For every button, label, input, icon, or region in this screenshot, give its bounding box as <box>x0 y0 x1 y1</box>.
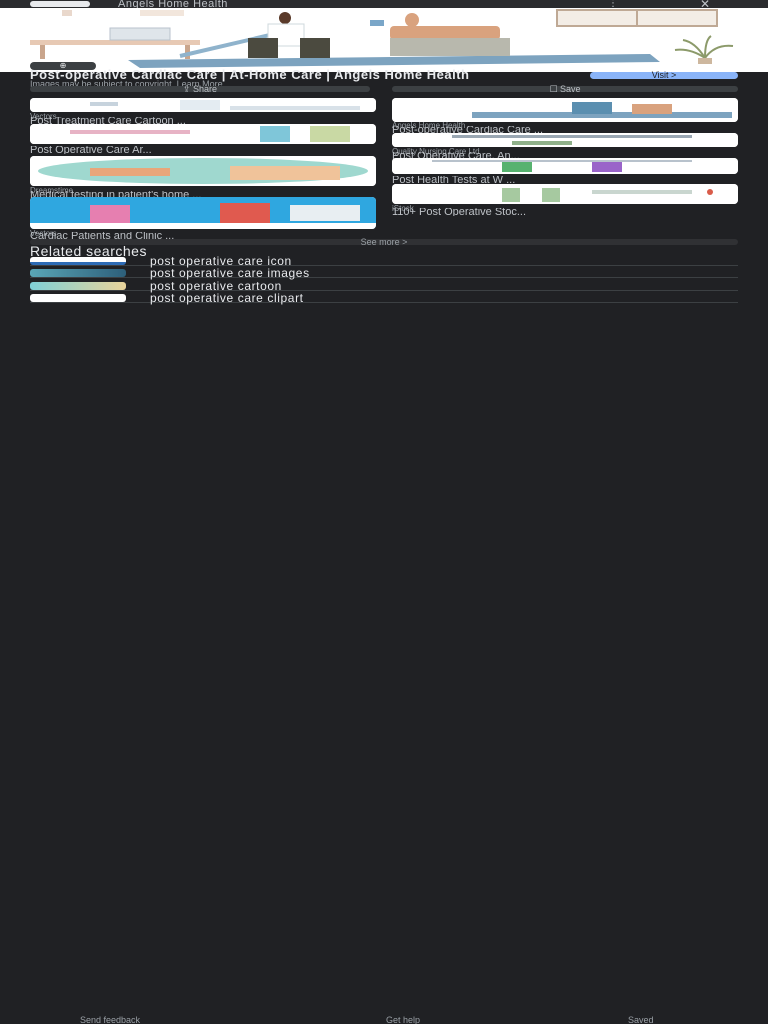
related-search-item[interactable]: post operative care images <box>30 266 738 280</box>
result-thumb-6[interactable] <box>30 197 376 229</box>
get-help-link[interactable]: Get help <box>386 1015 421 1024</box>
result-source: iStock <box>392 204 414 213</box>
save-label: Save <box>560 84 581 94</box>
image-badge[interactable]: ⊕ <box>30 62 96 70</box>
more-vert-icon[interactable]: ⋮ <box>608 0 618 9</box>
result-thumb-0[interactable] <box>30 98 376 112</box>
close-icon[interactable]: ✕ <box>700 0 711 11</box>
related-thumbnail <box>30 294 126 302</box>
site-title: Angels Home Health <box>118 0 228 10</box>
related-thumbnail <box>30 282 126 290</box>
quality-nursing-thumbnail-icon <box>392 133 738 147</box>
health-tests-thumbnail-icon <box>392 158 738 174</box>
related-thumbnail <box>30 269 126 277</box>
related-search-label: post operative care clipart <box>150 291 304 305</box>
result-source: Vectors <box>30 112 57 121</box>
post-treatment-thumbnail-icon <box>30 98 376 112</box>
result-thumb-3[interactable] <box>392 133 738 147</box>
result-caption[interactable]: Post Operative Care Ar... <box>30 146 152 154</box>
result-thumb-5[interactable] <box>392 158 738 174</box>
result-thumb-4[interactable] <box>30 156 376 186</box>
share-label: Share <box>193 84 218 94</box>
footer: Send feedback Get help Saved <box>0 1016 768 1024</box>
related-search-item[interactable]: post operative care clipart <box>30 291 738 305</box>
copyright-notice: Images may be subject to copyright. Lear… <box>30 79 223 89</box>
result-caption[interactable]: Post Health Tests at W ... <box>392 176 516 184</box>
result-thumb-2[interactable] <box>30 124 376 144</box>
result-caption[interactable]: Medical testing in patient's home ... <box>30 191 202 199</box>
saved-link[interactable]: Saved <box>628 1015 654 1024</box>
result-source: Quality Nursing Care Ltd <box>392 147 480 156</box>
result-thumb-7[interactable] <box>392 184 738 204</box>
result-source: Dreamstime <box>30 186 74 195</box>
visit-button[interactable]: Visit > <box>590 71 738 80</box>
result-caption[interactable]: 110+ Post Operative Stoc... <box>392 208 527 216</box>
send-feedback-link[interactable]: Send feedback <box>80 1015 141 1024</box>
related-search-label: post operative cartoon <box>150 279 282 293</box>
result-caption[interactable]: Post Operative Care, An... <box>392 152 520 160</box>
result-caption[interactable]: Post-operative Cardiac Care ... <box>392 126 544 134</box>
medical-testing-thumbnail-icon <box>30 156 376 186</box>
result-source: Vectors <box>30 229 57 238</box>
share-button[interactable]: ⇪ Share <box>30 84 370 94</box>
bookmark-icon: ☐ <box>549 84 561 94</box>
see-more-button[interactable]: See more > <box>30 238 738 247</box>
result-title[interactable]: Post-operative Cardiac Care | At-Home Ca… <box>30 67 470 82</box>
save-button[interactable]: ☐ Save <box>392 84 738 94</box>
result-thumb-1[interactable] <box>392 98 738 122</box>
hero-image[interactable]: ⊕ <box>0 8 768 72</box>
detail-panel: Post-operative Cardiac Care | At-Home Ca… <box>30 67 590 89</box>
cardiac-care-illustration-icon <box>0 8 768 72</box>
cardiac-care-thumbnail-icon <box>392 98 738 122</box>
share-icon: ⇪ <box>182 84 193 94</box>
related-search-label: post operative care images <box>150 266 310 280</box>
top-bar: Angels Home Health ⋮ ✕ <box>0 0 768 11</box>
result-source: Angels Home Health <box>392 121 466 130</box>
result-caption[interactable]: Post Treatment Care Cartoon ... <box>30 117 186 125</box>
result-caption[interactable]: Cardiac Patients and Clinic ... <box>30 232 175 240</box>
cardiac-patients-thumbnail-icon <box>30 197 376 229</box>
related-search-label: post operative care icon <box>150 254 292 268</box>
post-operative-stock-thumbnail-icon <box>392 184 738 204</box>
related-thumbnail <box>30 257 126 265</box>
related-search-item[interactable]: post operative care icon <box>30 254 738 268</box>
related-searches-heading: Related searches <box>30 243 147 259</box>
google-logo[interactable] <box>30 1 90 7</box>
post-operative-care-thumbnail-icon <box>30 124 376 144</box>
related-search-item[interactable]: post operative cartoon <box>30 279 738 293</box>
